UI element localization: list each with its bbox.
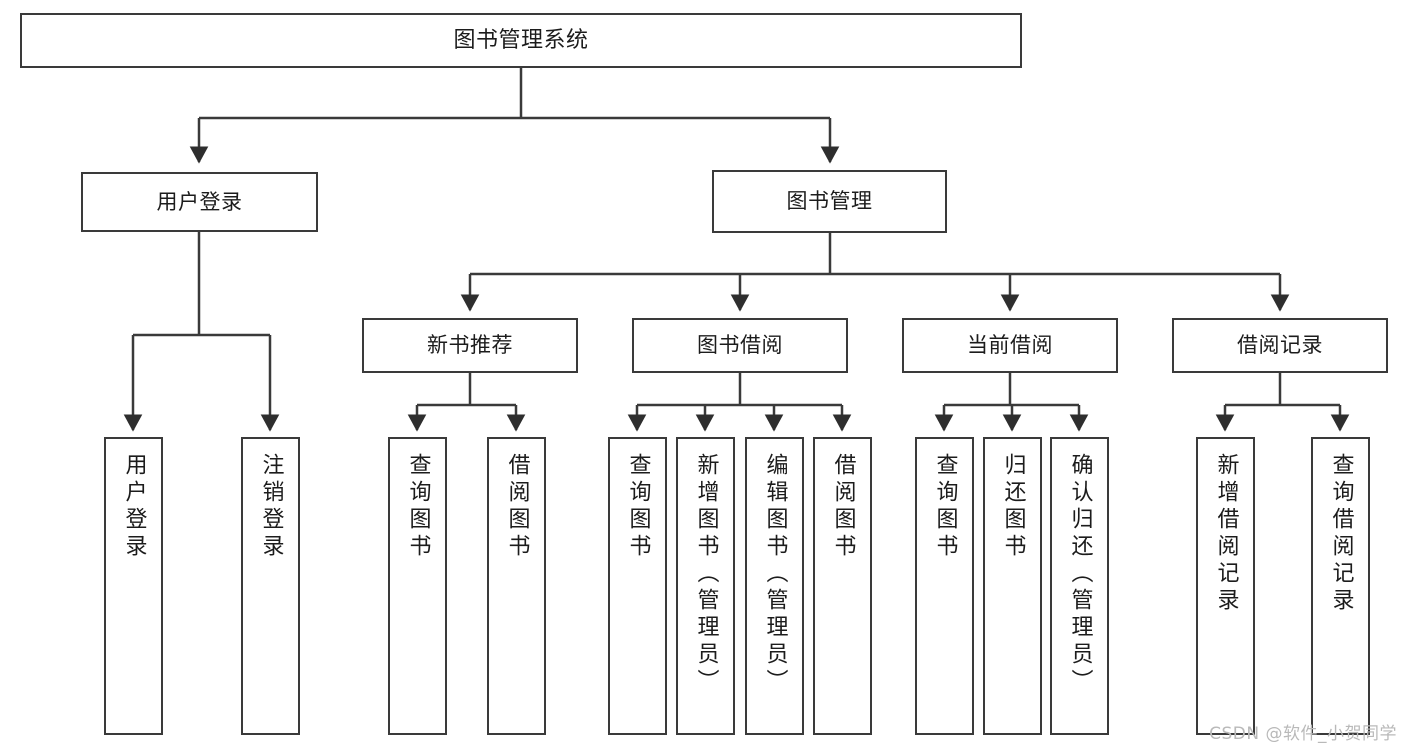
leaf-borrow-book-1[interactable]: 借阅图书 bbox=[487, 437, 546, 735]
leaf-query-book-3[interactable]: 查询图书 bbox=[915, 437, 974, 735]
leaf-user-logout[interactable]: 注销登录 bbox=[241, 437, 300, 735]
leaf-user-login-label: 用户登录 bbox=[121, 453, 147, 561]
leaf-return-book-label: 归还图书 bbox=[1000, 453, 1026, 561]
node-user-login[interactable]: 用户登录 bbox=[81, 172, 318, 232]
watermark-text: CSDN @软件_小贺同学 bbox=[1209, 724, 1397, 744]
leaf-return-book[interactable]: 归还图书 bbox=[983, 437, 1042, 735]
node-book-borrow[interactable]: 图书借阅 bbox=[632, 318, 848, 373]
leaf-borrow-book-2[interactable]: 借阅图书 bbox=[813, 437, 872, 735]
node-user-login-label: 用户登录 bbox=[156, 189, 243, 214]
node-borrow-records-label: 借阅记录 bbox=[1237, 333, 1323, 358]
leaf-confirm-return[interactable]: 确认归还（管理员） bbox=[1050, 437, 1109, 735]
leaf-user-logout-label: 注销登录 bbox=[258, 453, 284, 561]
node-root-label: 图书管理系统 bbox=[453, 27, 589, 53]
leaf-query-record[interactable]: 查询借阅记录 bbox=[1311, 437, 1370, 735]
leaf-user-login[interactable]: 用户登录 bbox=[104, 437, 163, 735]
leaf-query-book-2[interactable]: 查询图书 bbox=[608, 437, 667, 735]
leaf-query-book-1-label: 查询图书 bbox=[405, 453, 431, 561]
node-new-book-recommend-label: 新书推荐 bbox=[427, 333, 513, 358]
leaf-edit-book[interactable]: 编辑图书（管理员） bbox=[745, 437, 804, 735]
leaf-add-book-label: 新增图书（管理员） bbox=[693, 453, 719, 696]
leaf-add-record-label: 新增借阅记录 bbox=[1213, 453, 1239, 615]
node-borrow-records[interactable]: 借阅记录 bbox=[1172, 318, 1388, 373]
node-book-management[interactable]: 图书管理 bbox=[712, 170, 947, 233]
node-current-borrow[interactable]: 当前借阅 bbox=[902, 318, 1118, 373]
node-root[interactable]: 图书管理系统 bbox=[20, 13, 1022, 68]
leaf-confirm-return-label: 确认归还（管理员） bbox=[1067, 453, 1093, 696]
leaf-edit-book-label: 编辑图书（管理员） bbox=[762, 453, 788, 696]
leaf-borrow-book-1-label: 借阅图书 bbox=[504, 453, 530, 561]
leaf-query-book-1[interactable]: 查询图书 bbox=[388, 437, 447, 735]
leaf-query-record-label: 查询借阅记录 bbox=[1328, 453, 1354, 615]
leaf-add-record[interactable]: 新增借阅记录 bbox=[1196, 437, 1255, 735]
leaf-borrow-book-2-label: 借阅图书 bbox=[830, 453, 856, 561]
node-current-borrow-label: 当前借阅 bbox=[967, 333, 1053, 358]
leaf-query-book-2-label: 查询图书 bbox=[625, 453, 651, 561]
node-book-borrow-label: 图书借阅 bbox=[697, 333, 783, 358]
leaf-query-book-3-label: 查询图书 bbox=[932, 453, 958, 561]
node-new-book-recommend[interactable]: 新书推荐 bbox=[362, 318, 578, 373]
node-book-management-label: 图书管理 bbox=[786, 189, 873, 214]
leaf-add-book[interactable]: 新增图书（管理员） bbox=[676, 437, 735, 735]
